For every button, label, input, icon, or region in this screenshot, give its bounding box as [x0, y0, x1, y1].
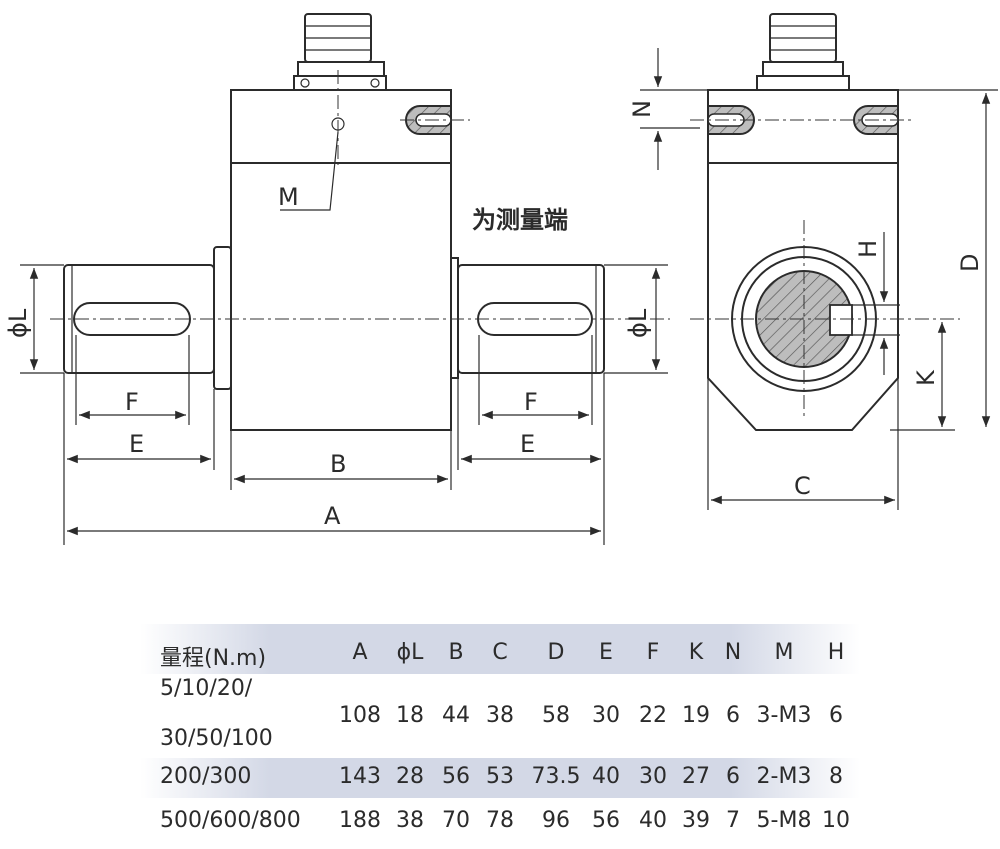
cell-phil: 18: [396, 703, 424, 728]
header-c: C: [492, 640, 508, 665]
header-phil: ϕL: [396, 640, 424, 665]
a-label: A: [324, 502, 341, 530]
sensor-body: [230, 89, 452, 431]
cell-e: 40: [592, 764, 620, 789]
cell-h: 8: [829, 764, 843, 789]
front-view: M 为测量端 ϕL ϕL: [4, 13, 670, 545]
technical-drawing: M 为测量端 ϕL ϕL: [4, 13, 998, 545]
k-label: K: [912, 369, 940, 386]
f-right-label: F: [524, 388, 538, 416]
cell-phil: 28: [396, 764, 424, 789]
measurement-end-label: 为测量端: [472, 206, 568, 234]
phiL-left-label: ϕL: [4, 308, 32, 338]
connector-side: [756, 13, 850, 91]
connector-front: [293, 13, 387, 91]
side-view: N H K D C: [628, 13, 998, 510]
cell-d: 73.5: [531, 764, 581, 789]
header-b: B: [448, 640, 464, 665]
mounting-slot-front: [400, 105, 470, 135]
cell-k: 39: [682, 808, 710, 833]
m-thread-mark: M: [278, 70, 345, 211]
h-label: H: [854, 240, 882, 258]
m-label: M: [278, 183, 299, 211]
e-right-label: E: [520, 430, 535, 458]
cell-m: 2-M3: [756, 764, 812, 789]
b-label: B: [330, 450, 346, 478]
cell-k: 19: [682, 703, 710, 728]
header-d: D: [547, 640, 565, 665]
header-n: N: [724, 640, 742, 665]
cell-e: 56: [592, 808, 620, 833]
header-f: F: [646, 640, 660, 665]
header-range: 量程(N.m): [160, 646, 267, 671]
header-a: A: [352, 640, 368, 665]
header-h: H: [827, 640, 845, 665]
row-range-line2: 30/50/100: [160, 726, 273, 751]
cell-a: 108: [339, 703, 381, 728]
row-range: 500/600/800: [160, 808, 301, 833]
cell-phil: 38: [396, 808, 424, 833]
cell-b: 44: [442, 703, 470, 728]
header-e: E: [599, 640, 613, 665]
cell-f: 22: [639, 703, 667, 728]
row-band: [140, 758, 860, 798]
cell-c: 53: [486, 764, 514, 789]
d-label: D: [956, 254, 984, 272]
cell-m: 3-M3: [756, 703, 812, 728]
cell-d: 96: [542, 808, 570, 833]
header-m: M: [774, 640, 794, 665]
cell-h: 10: [822, 808, 850, 833]
cell-f: 30: [639, 764, 667, 789]
header-k: K: [688, 640, 704, 665]
cell-a: 143: [339, 764, 381, 789]
e-left-label: E: [129, 430, 144, 458]
cell-h: 6: [829, 703, 843, 728]
cell-b: 56: [442, 764, 470, 789]
header-band: [140, 624, 860, 674]
n-label: N: [628, 100, 656, 118]
cell-n: 7: [726, 808, 740, 833]
cell-f: 40: [639, 808, 667, 833]
cell-b: 70: [442, 808, 470, 833]
cell-k: 27: [682, 764, 710, 789]
cell-d: 58: [542, 703, 570, 728]
c-label: C: [794, 472, 811, 500]
row-range-line1: 5/10/20/: [160, 676, 253, 701]
cell-n: 6: [726, 764, 740, 789]
cell-c: 38: [486, 703, 514, 728]
cell-m: 5-M8: [756, 808, 812, 833]
cell-n: 6: [726, 703, 740, 728]
f-left-label: F: [125, 388, 139, 416]
cell-a: 188: [339, 808, 381, 833]
mounting-slots-side: [690, 105, 915, 135]
cell-c: 78: [486, 808, 514, 833]
phiL-right-label: ϕL: [624, 308, 652, 338]
cell-e: 30: [592, 703, 620, 728]
row-range: 200/300: [160, 764, 252, 789]
